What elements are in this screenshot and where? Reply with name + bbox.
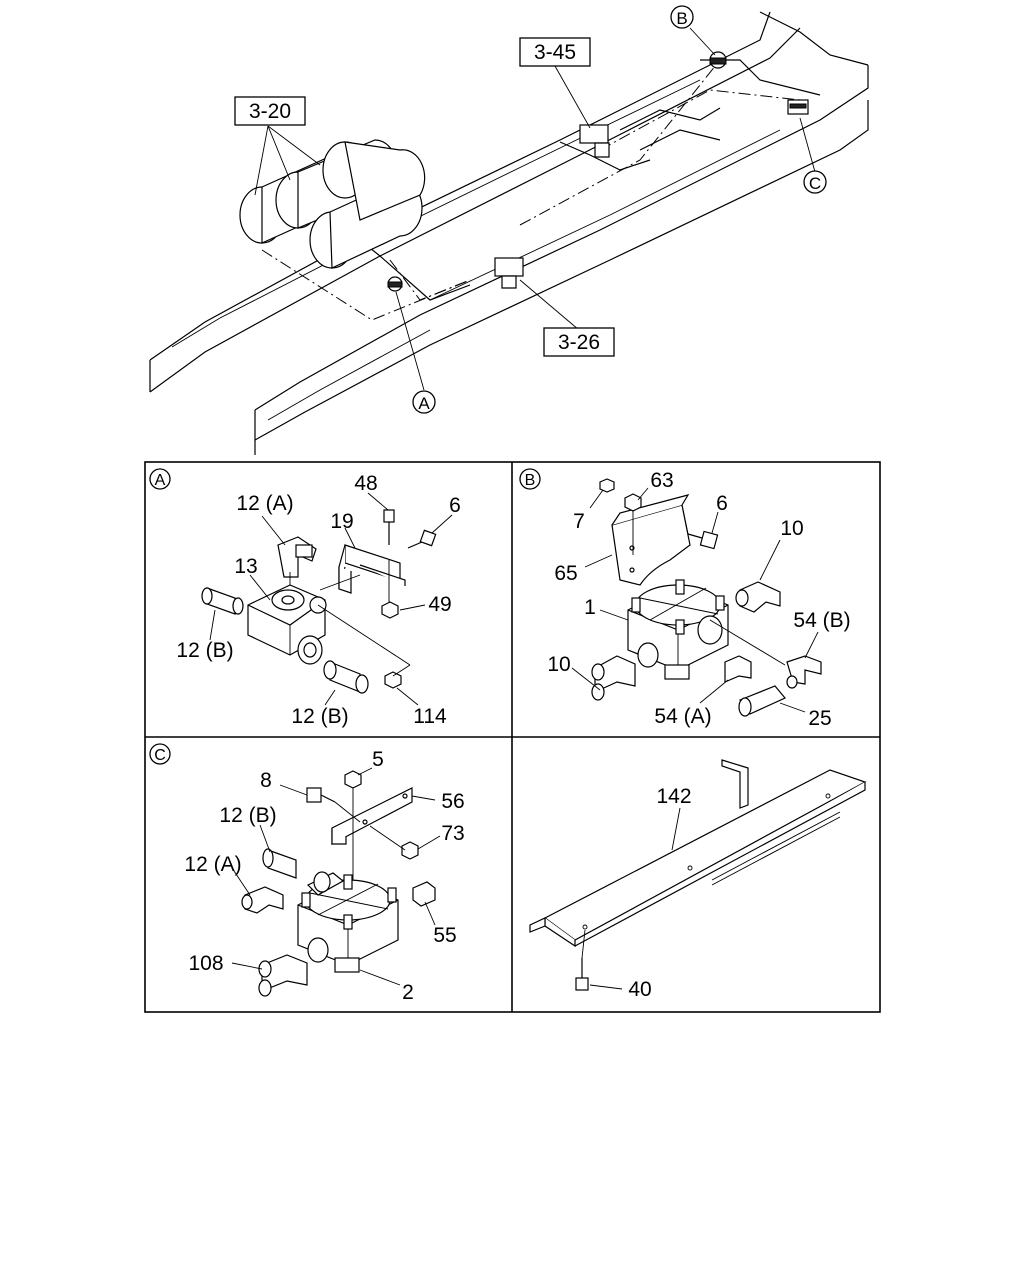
- panel-c: C: [149, 743, 465, 1004]
- label-b-63: 63: [650, 469, 673, 492]
- detail-grid: [144, 461, 881, 1013]
- valve-a-location: [387, 276, 403, 292]
- panel-d: 142 40: [529, 759, 867, 1001]
- label-c-56: 56: [441, 790, 464, 813]
- label-b-1: 1: [584, 596, 596, 619]
- label-b-6: 6: [716, 492, 728, 515]
- label-b-54b: 54 (B): [793, 609, 850, 632]
- label-a-13: 13: [234, 555, 257, 578]
- label-a-6: 6: [449, 494, 461, 517]
- ref-box-3-20[interactable]: 3-20: [234, 96, 306, 126]
- valve-b-location: [709, 51, 727, 69]
- panel-a-tag-label: A: [155, 472, 166, 489]
- valve-c-location: [787, 99, 809, 115]
- callout-c[interactable]: C: [803, 170, 827, 194]
- callout-c-label: C: [809, 174, 821, 193]
- callout-b[interactable]: B: [670, 5, 694, 29]
- label-c-12a: 12 (A): [184, 853, 241, 876]
- panel-b-tag-label: B: [525, 472, 536, 489]
- label-a-48: 48: [354, 472, 377, 495]
- panel-a: A: [149, 468, 461, 728]
- ref-box-3-45-label: 3-45: [534, 41, 576, 64]
- label-a-12a: 12 (A): [236, 492, 293, 515]
- label-c-55: 55: [433, 924, 456, 947]
- panel-b-tag: B: [519, 468, 541, 490]
- panel-c-tag: C: [149, 743, 171, 765]
- label-c-12b: 12 (B): [219, 804, 276, 827]
- ref-box-3-20-label: 3-20: [249, 100, 291, 123]
- label-c-73: 73: [441, 822, 464, 845]
- panel-b: B: [519, 468, 851, 730]
- callout-b-label: B: [676, 9, 687, 28]
- panel-c-tag-label: C: [154, 747, 166, 764]
- ref-box-3-26-label: 3-26: [558, 331, 600, 354]
- label-b-65: 65: [554, 562, 577, 585]
- label-b-7: 7: [573, 510, 585, 533]
- label-a-49: 49: [428, 593, 451, 616]
- callout-a[interactable]: A: [412, 390, 436, 414]
- label-b-10-upper: 10: [780, 517, 803, 540]
- callout-a-label: A: [418, 394, 430, 413]
- label-a-114: 114: [413, 705, 447, 728]
- label-d-142: 142: [656, 785, 691, 808]
- ref-box-3-26[interactable]: 3-26: [543, 327, 615, 357]
- overview-leaders: [254, 27, 816, 391]
- label-d-40: 40: [628, 978, 651, 1001]
- ref-box-3-45[interactable]: 3-45: [519, 37, 591, 67]
- label-b-54a: 54 (A): [654, 705, 711, 728]
- label-a-12b-lower: 12 (B): [291, 705, 348, 728]
- chassis-frame-overview: [149, 11, 869, 455]
- label-c-8: 8: [260, 769, 272, 792]
- label-a-19: 19: [330, 510, 353, 533]
- label-b-10-lower: 10: [547, 653, 570, 676]
- label-a-12b-left: 12 (B): [176, 639, 233, 662]
- label-c-5: 5: [372, 748, 384, 771]
- panel-a-tag: A: [149, 468, 171, 490]
- label-c-108: 108: [188, 952, 223, 975]
- label-c-2: 2: [402, 981, 414, 1004]
- label-b-25: 25: [808, 707, 831, 730]
